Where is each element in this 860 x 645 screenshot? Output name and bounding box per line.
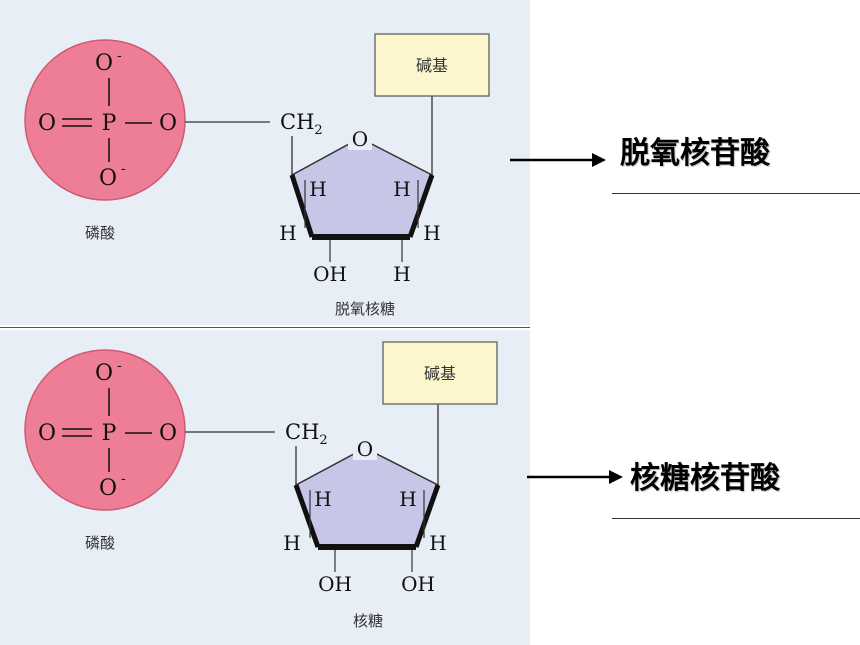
phosphorus-atom: P xyxy=(102,111,117,136)
ribonucleotide-panel: O - O P O O - 磷酸 CH2 O H H H H OH OH 核糖 xyxy=(0,330,530,645)
ch2-group: CH2 xyxy=(285,420,328,448)
phosphate-o-bottom: O xyxy=(99,166,117,191)
c3-hydroxyl: OH xyxy=(318,572,352,596)
svg-text:-: - xyxy=(121,161,126,177)
svg-text:-: - xyxy=(121,471,126,487)
ring-oxygen: O xyxy=(352,127,368,151)
ribonucleotide-structure: O - O P O O - 磷酸 CH2 O H H H H OH OH 核糖 xyxy=(24,341,498,630)
sugar-caption: 核糖 xyxy=(353,612,383,630)
h-atom: H xyxy=(423,221,440,245)
phosphate-o-bottom: O xyxy=(99,476,117,501)
deoxynucleotide-panel: O - O P O O - 磷酸 CH2 O H H H H OH H 脱氧核糖 xyxy=(0,0,530,325)
result-label-ribonucleotide: 核糖核苷酸 xyxy=(630,461,780,496)
ring-oxygen: O xyxy=(357,437,373,461)
ch2-group: CH2 xyxy=(280,110,323,138)
phosphate-caption: 磷酸 xyxy=(85,534,115,552)
h-atom: H xyxy=(314,487,331,511)
phosphorus-atom: P xyxy=(102,421,117,446)
c2-hydrogen: H xyxy=(393,262,410,286)
h-atom: H xyxy=(429,531,446,555)
answer-underline xyxy=(612,193,860,194)
phosphate-o-right: O xyxy=(159,421,177,446)
phosphate-o-left: O xyxy=(38,111,56,136)
phosphate-circle xyxy=(24,39,186,201)
h-atom: H xyxy=(309,177,326,201)
result-label-deoxynucleotide: 脱氧核苷酸 xyxy=(620,136,770,171)
sugar-caption: 脱氧核糖 xyxy=(335,300,395,318)
c2-hydroxyl: OH xyxy=(401,572,435,596)
phosphate-o-top: O xyxy=(95,51,113,76)
base-box xyxy=(374,33,490,97)
base-label: 碱基 xyxy=(416,56,448,75)
answer-underline xyxy=(612,518,860,519)
phosphate-o-left: O xyxy=(38,421,56,446)
h-atom: H xyxy=(399,487,416,511)
base-box xyxy=(382,341,498,405)
svg-text:-: - xyxy=(117,358,122,374)
phosphate-circle xyxy=(24,349,186,511)
h-atom: H xyxy=(279,221,296,245)
phosphate-o-top: O xyxy=(95,361,113,386)
deoxynucleotide-structure: O - O P O O - 磷酸 CH2 O H H H H OH H 脱氧核糖 xyxy=(24,33,490,318)
c3-hydroxyl: OH xyxy=(313,262,347,286)
h-atom: H xyxy=(393,177,410,201)
h-atom: H xyxy=(283,531,300,555)
arrow-right-icon xyxy=(527,470,623,484)
phosphate-o-right: O xyxy=(159,111,177,136)
base-label: 碱基 xyxy=(424,364,456,383)
panel-divider xyxy=(0,327,530,328)
svg-text:-: - xyxy=(117,48,122,64)
arrow-right-icon xyxy=(510,153,606,167)
phosphate-caption: 磷酸 xyxy=(85,224,115,242)
